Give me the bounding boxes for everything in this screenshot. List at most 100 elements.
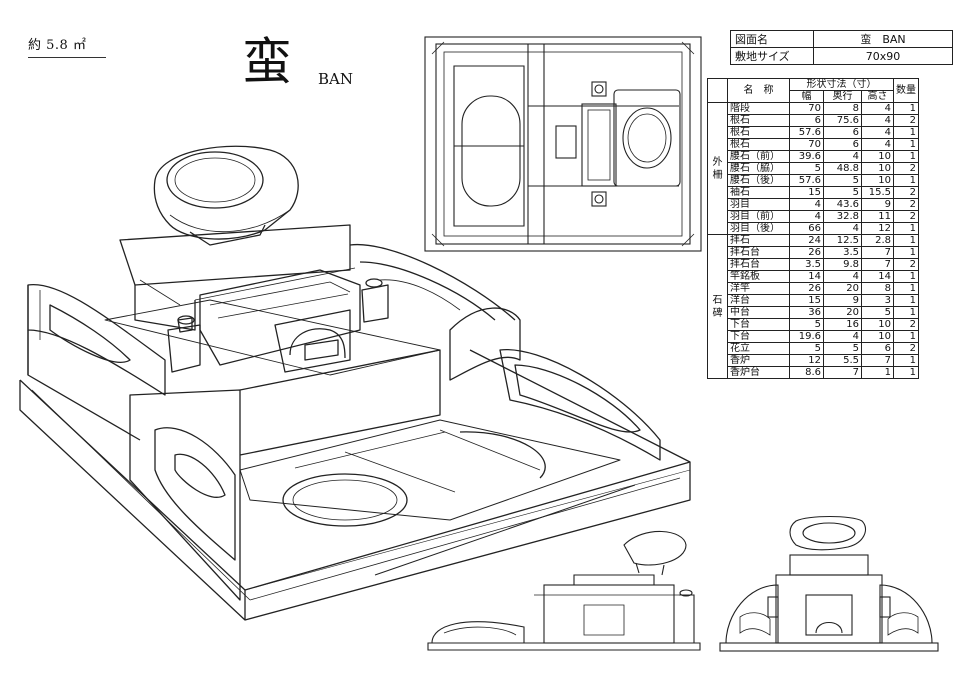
part-name-cell: 羽目（前） (727, 210, 790, 223)
part-name-cell: 腰石（脇） (727, 162, 790, 175)
depth-cell: 4 (823, 150, 862, 163)
part-name-cell: 竿銘板 (727, 270, 790, 283)
part-name-cell: 根石 (727, 114, 790, 127)
depth-cell: 20 (823, 306, 862, 319)
part-name-cell: 下台 (727, 318, 790, 331)
depth-cell: 8 (823, 102, 862, 115)
col-depth-header: 奥行 (823, 90, 862, 103)
side-elevation-drawing (427, 530, 701, 651)
depth-cell: 6 (823, 138, 862, 151)
qty-cell: 1 (893, 102, 919, 115)
height-cell: 7 (861, 354, 894, 367)
qty-cell: 2 (893, 186, 919, 199)
col-height-header: 高さ (861, 90, 894, 103)
depth-cell: 5.5 (823, 354, 862, 367)
width-cell: 5 (789, 342, 824, 355)
height-cell: 10 (861, 174, 894, 187)
part-name-cell: 花立 (727, 342, 790, 355)
depth-cell: 4 (823, 270, 862, 283)
height-cell: 10 (861, 150, 894, 163)
depth-cell: 9 (823, 294, 862, 307)
part-name-cell: 腰石（前） (727, 150, 790, 163)
title-roman: BAN (318, 70, 353, 88)
width-cell: 15 (789, 294, 824, 307)
width-cell: 57.6 (789, 126, 824, 139)
site-size-value: 70x90 (813, 47, 953, 65)
height-cell: 1 (861, 366, 894, 379)
width-cell: 3.5 (789, 258, 824, 271)
height-cell: 3 (861, 294, 894, 307)
qty-cell: 1 (893, 234, 919, 247)
part-name-cell: 拝石 (727, 234, 790, 247)
drawing-info-table: 図面名 蛮 BAN 敷地サイズ 70x90 (730, 30, 953, 65)
depth-cell: 6 (823, 126, 862, 139)
qty-cell: 1 (893, 366, 919, 379)
qty-cell: 2 (893, 162, 919, 175)
drawing-name-label: 図面名 (730, 30, 814, 48)
part-name-cell: 洋竿 (727, 282, 790, 295)
part-name-cell: 羽目 (727, 198, 790, 211)
width-cell: 26 (789, 246, 824, 259)
width-cell: 66 (789, 222, 824, 235)
height-cell: 8 (861, 282, 894, 295)
height-cell: 2.8 (861, 234, 894, 247)
part-name-cell: 下台 (727, 330, 790, 343)
group-label: 石碑 (707, 234, 728, 379)
qty-cell: 1 (893, 294, 919, 307)
width-cell: 5 (789, 162, 824, 175)
width-cell: 36 (789, 306, 824, 319)
depth-cell: 4 (823, 330, 862, 343)
width-cell: 39.6 (789, 150, 824, 163)
depth-cell: 32.8 (823, 210, 862, 223)
part-name-cell: 香炉 (727, 354, 790, 367)
col-name-header: 名 称 (727, 78, 790, 103)
part-name-cell: 香炉台 (727, 366, 790, 379)
plan-view-drawing (424, 36, 702, 252)
height-cell: 4 (861, 138, 894, 151)
height-cell: 15.5 (861, 186, 894, 199)
part-name-cell: 洋台 (727, 294, 790, 307)
depth-cell: 9.8 (823, 258, 862, 271)
front-elevation-drawing (719, 516, 939, 652)
depth-cell: 43.6 (823, 198, 862, 211)
width-cell: 14 (789, 270, 824, 283)
height-cell: 14 (861, 270, 894, 283)
qty-cell: 1 (893, 282, 919, 295)
width-cell: 5 (789, 318, 824, 331)
height-cell: 7 (861, 246, 894, 259)
qty-cell: 2 (893, 342, 919, 355)
depth-cell: 3.5 (823, 246, 862, 259)
part-name-cell: 拝石台 (727, 246, 790, 259)
depth-cell: 5 (823, 186, 862, 199)
height-cell: 11 (861, 210, 894, 223)
height-cell: 10 (861, 318, 894, 331)
qty-cell: 1 (893, 126, 919, 139)
qty-cell: 1 (893, 306, 919, 319)
part-name-cell: 拝石台 (727, 258, 790, 271)
qty-cell: 1 (893, 222, 919, 235)
width-cell: 12 (789, 354, 824, 367)
width-cell: 4 (789, 198, 824, 211)
width-cell: 70 (789, 138, 824, 151)
qty-cell: 1 (893, 354, 919, 367)
